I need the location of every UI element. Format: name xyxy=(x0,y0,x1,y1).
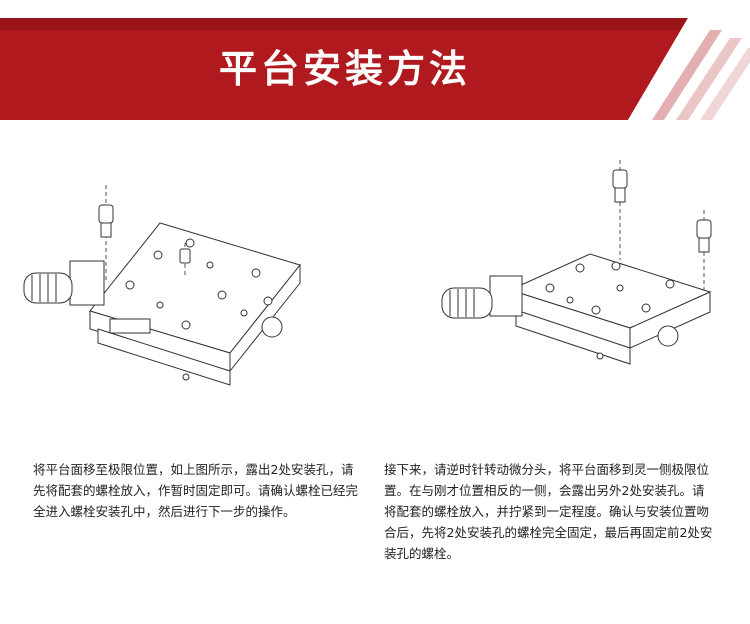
page-title: 平台安装方法 xyxy=(218,47,471,91)
header-banner: 平台安装方法 xyxy=(0,0,750,120)
stage-drawing-right xyxy=(420,160,730,390)
banner-background xyxy=(0,18,750,120)
instruction-step-2: 接下来，请逆时针转动微分头，将平台面移到灵一侧极限位置。在与刚才位置相反的一侧，… xyxy=(384,459,714,564)
instruction-text-left: 将平台面移至极限位置，如上图所示，露出2处安装孔，请先将配套的螺栓放入，作暂时固… xyxy=(33,462,359,519)
instruction-text-right: 接下来，请逆时针转动微分头，将平台面移到灵一侧极限位置。在与刚才位置相反的一侧，… xyxy=(384,462,713,561)
instruction-step-1: 将平台面移至极限位置，如上图所示，露出2处安装孔，请先将配套的螺栓放入，作暂时固… xyxy=(33,459,363,522)
stage-drawing-left xyxy=(10,185,340,395)
